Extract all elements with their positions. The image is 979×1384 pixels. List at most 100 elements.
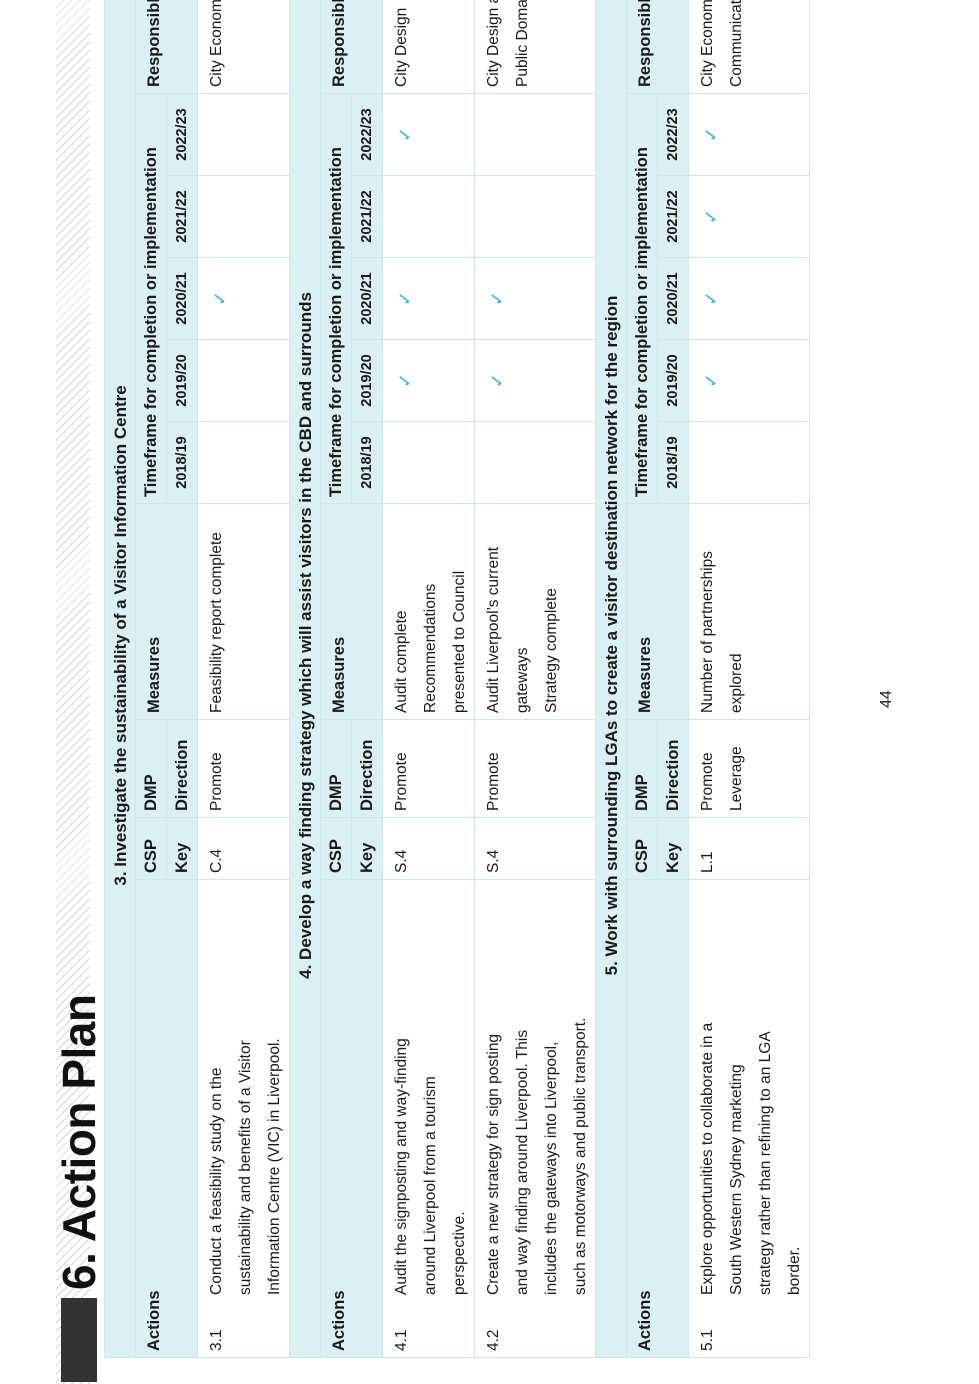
action-line: includes the gateways into Liverpool, [543, 1041, 560, 1295]
csp-key: S.4 [382, 817, 475, 880]
action-line: Audit the signposting and way-finding [393, 1038, 410, 1295]
checkmark-icon: ✓ [474, 339, 596, 422]
header-timeframe: Timeframe for completion or implementati… [626, 93, 658, 504]
checkmark-icon: ✓ [688, 339, 810, 422]
measures: Feasibility report complete [197, 503, 290, 720]
section-title: 5. Work with surrounding LGAs to create … [595, 0, 627, 1358]
action-number: 4.2 [485, 1329, 502, 1351]
action-text: Conduct a feasibility study on the sustai… [202, 1038, 289, 1295]
empty-year-cell [197, 175, 290, 258]
section-header: 5. Work with surrounding LGAs to create … [595, 0, 627, 1358]
responsible-line: Communications [728, 0, 745, 87]
checkmark-icon: ✓ [382, 257, 475, 340]
action-line: and way finding around Liverpool. This [514, 1029, 531, 1295]
checkmark-icon: ✓ [474, 257, 596, 340]
header-year: 2022/23 [166, 93, 198, 176]
action-line: Explore opportunities to collaborate in … [699, 1022, 716, 1295]
header-responsible: Responsible [135, 0, 198, 94]
measures-line: Recommendations [422, 583, 439, 713]
action-number: 5.1 [699, 1329, 716, 1351]
action-number: 3.1 [208, 1329, 225, 1351]
measures-line: Audit complete [393, 610, 410, 713]
action-wrap: 4.1 Audit the signposting and way-finding… [387, 886, 474, 1351]
measures-line: presented to Council [451, 570, 468, 713]
responsible-line: City Design and [485, 0, 502, 87]
header-year: 2018/19 [657, 421, 689, 504]
dmp-direction-line: Promote [485, 752, 502, 811]
header-actions: Actions [135, 879, 198, 1358]
header-csp: CSP [135, 817, 167, 880]
action-line: Conduct a feasibility study on the [208, 1067, 225, 1295]
action-wrap: 4.2 Create a new strategy for sign postin… [479, 886, 595, 1351]
action-line: perspective. [451, 1211, 468, 1295]
action-wrap: 5.1 Explore opportunities to collaborate … [693, 886, 809, 1351]
empty-year-cell [197, 339, 290, 422]
header-actions: Actions [320, 879, 383, 1358]
action-number: 4.1 [393, 1329, 410, 1351]
page-title: 6. Action Plan [53, 994, 105, 1290]
empty-year-cell [382, 421, 475, 504]
header-timeframe: Timeframe for completion or implementati… [320, 93, 352, 504]
header-measures: Measures [135, 503, 198, 720]
table-row: 5.1 Explore opportunities to collaborate … [688, 0, 810, 1358]
header-measures: Measures [320, 503, 383, 720]
measures-line: Audit Liverpool’s current [485, 547, 502, 713]
header-year: 2018/19 [351, 421, 383, 504]
empty-year-cell [474, 421, 596, 504]
heading-marker [61, 1298, 97, 1382]
action-text: Create a new strategy for sign posting an… [479, 1018, 595, 1295]
empty-year-cell [474, 93, 596, 176]
responsible: City Economy Communications [688, 0, 810, 94]
checkmark-icon: ✓ [382, 339, 475, 422]
action-line: such as motorways and public transport. [572, 1017, 589, 1295]
action-line: Create a new strategy for sign posting [485, 1033, 502, 1295]
action-wrap: 3.1 Conduct a feasibility study on the sus… [202, 886, 289, 1351]
empty-year-cell [474, 175, 596, 258]
checkmark-icon: ✓ [688, 175, 810, 258]
header-year: 2019/20 [657, 339, 689, 422]
section-title: 4. Develop a way finding strategy which … [289, 0, 321, 1358]
action-line: South Western Sydney marketing [728, 1064, 745, 1295]
action-text: Explore opportunities to collaborate in … [693, 1023, 809, 1295]
responsible-line: City Design [393, 7, 410, 87]
checkmark-icon: ✓ [688, 93, 810, 176]
checkmark-icon: ✓ [197, 257, 290, 340]
measures-line: gateways [514, 647, 531, 713]
header-year: 2019/20 [351, 339, 383, 422]
dmp-direction-line: Promote [393, 752, 410, 811]
header-year: 2021/22 [657, 175, 689, 258]
header-key: Key [351, 817, 383, 880]
action-line: Information Centre (VIC) in Liverpool. [266, 1038, 283, 1295]
dmp-direction: Promote [382, 719, 475, 818]
responsible-line: City Economy [699, 0, 716, 87]
action-line: sustainability and benefits of a Visitor [237, 1040, 254, 1295]
dmp-direction-line: Leverage [728, 746, 745, 811]
header-year: 2020/21 [166, 257, 198, 340]
header-dmp: DMP [626, 719, 658, 818]
action-line: border. [786, 1246, 803, 1295]
action-cell: 4.1 Audit the signposting and way-finding… [382, 879, 475, 1358]
checkmark-icon: ✓ [382, 93, 475, 176]
empty-year-cell [197, 93, 290, 176]
dmp-direction: Promote [474, 719, 596, 818]
section-title: 3. Investigate the sustainability of a V… [104, 0, 136, 1358]
action-line: around Liverpool from a tourism [422, 1076, 439, 1295]
measures-line: explored [728, 653, 745, 713]
header-key: Key [166, 817, 198, 880]
header-direction: Direction [166, 719, 198, 818]
empty-year-cell [688, 421, 810, 504]
header-csp: CSP [626, 817, 658, 880]
section-header: 4. Develop a way finding strategy which … [289, 0, 321, 1358]
page-heading: 6. Action Plan [53, 994, 105, 1384]
csp-key: L.1 [688, 817, 810, 880]
header-year: 2022/23 [657, 93, 689, 176]
header-csp: CSP [320, 817, 352, 880]
header-key: Key [657, 817, 689, 880]
responsible: City Design [382, 0, 475, 94]
header-responsible: Responsible [626, 0, 689, 94]
dmp-direction: Promote [197, 719, 290, 818]
